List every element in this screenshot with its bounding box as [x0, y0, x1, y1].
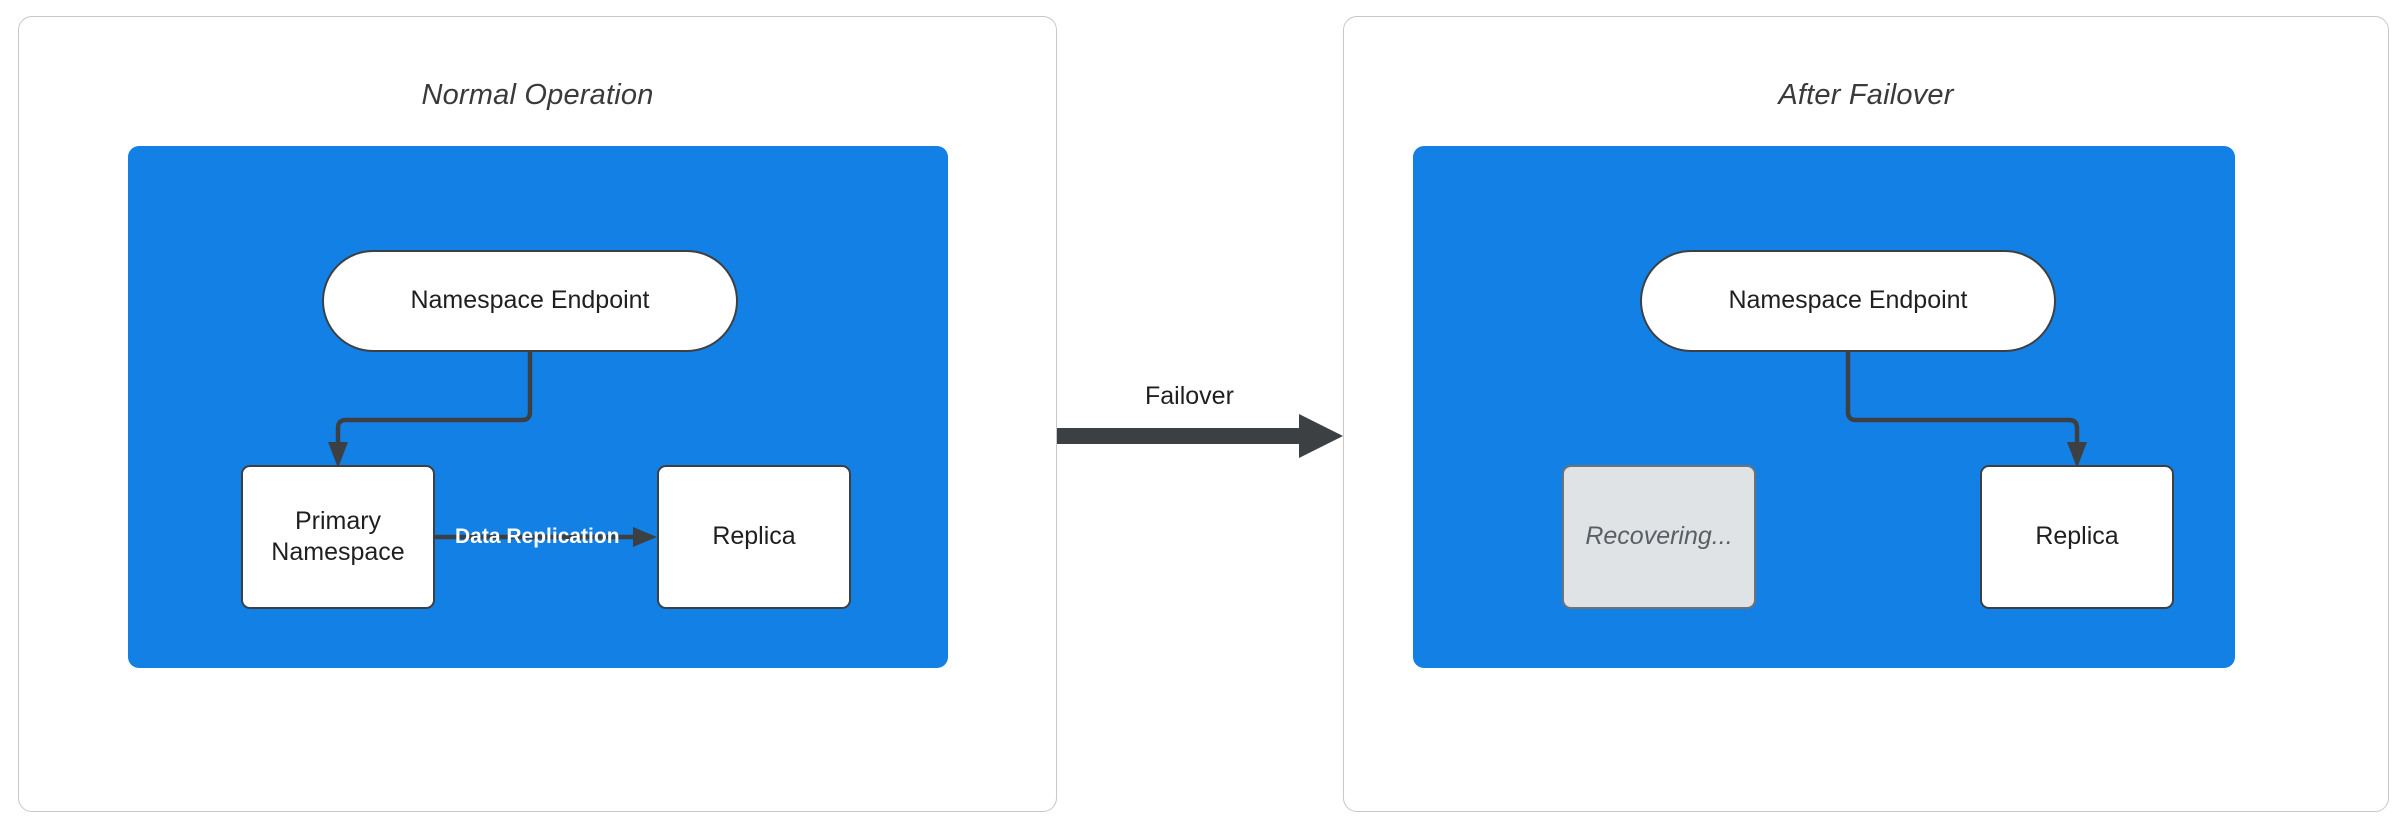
node-label: Primary Namespace: [271, 506, 404, 569]
panel-title-after-failover: After Failover: [1778, 79, 1954, 111]
node-replica-left[interactable]: Replica: [657, 465, 851, 609]
edge-label-data-replication: Data Replication: [455, 525, 620, 548]
failover-arrow: [1057, 414, 1343, 458]
node-namespace-endpoint-right[interactable]: Namespace Endpoint: [1640, 250, 2056, 352]
node-label: Replica: [712, 522, 796, 551]
panel-title-normal-operation: Normal Operation: [421, 79, 654, 111]
arrowhead-icon: [1299, 414, 1343, 458]
node-primary-namespace[interactable]: Primary Namespace: [241, 465, 435, 609]
node-label: Namespace Endpoint: [1728, 286, 1968, 315]
node-label: Recovering...: [1585, 522, 1733, 551]
node-namespace-endpoint-left[interactable]: Namespace Endpoint: [322, 250, 738, 352]
node-label-line1: Primary: [294, 506, 382, 535]
failover-label: Failover: [1145, 382, 1234, 410]
node-label: Replica: [2035, 522, 2119, 551]
node-label: Namespace Endpoint: [410, 286, 650, 315]
node-replica-right[interactable]: Replica: [1980, 465, 2174, 609]
node-recovering[interactable]: Recovering...: [1562, 465, 1756, 609]
node-label-line2: Namespace: [271, 538, 405, 566]
